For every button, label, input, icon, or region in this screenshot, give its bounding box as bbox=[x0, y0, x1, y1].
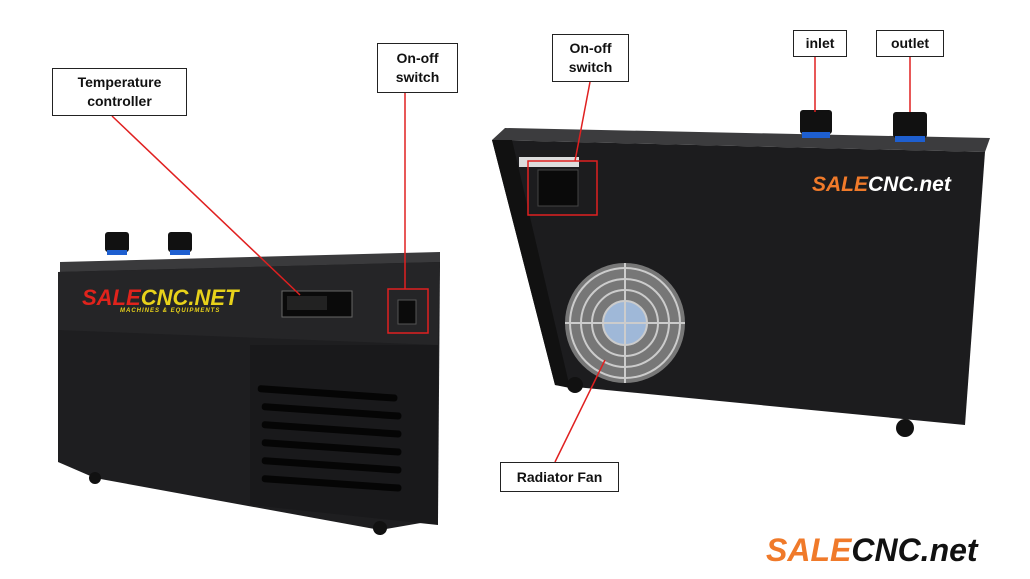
label-on-off-switch-back: On-off switch bbox=[552, 34, 629, 82]
watermark-black-text: CNC.net bbox=[851, 532, 978, 568]
vent-slots bbox=[257, 385, 402, 492]
radiator-fan bbox=[565, 263, 685, 383]
back-power-socket bbox=[537, 169, 579, 207]
front-chiller-unit bbox=[58, 232, 440, 535]
label-on-off-switch-front: On-off switch bbox=[377, 43, 458, 93]
label-temperature-controller: Temperature controller bbox=[52, 68, 187, 116]
logo-red-text: SALE bbox=[82, 285, 141, 310]
watermark-logo: SALECNC.net bbox=[766, 532, 978, 569]
back-chiller-unit bbox=[492, 110, 990, 437]
watermark-orange-text: SALE bbox=[766, 532, 852, 568]
logo-subtitle: MACHINES & EQUIPMENTS bbox=[120, 308, 221, 314]
label-outlet: outlet bbox=[876, 30, 944, 57]
logo-white-text: CNC.net bbox=[868, 173, 951, 196]
logo-orange-text: SALE bbox=[812, 173, 869, 196]
callout-lines bbox=[111, 57, 911, 463]
label-radiator-fan: Radiator Fan bbox=[500, 462, 619, 492]
back-fittings bbox=[800, 110, 927, 142]
front-switch bbox=[397, 299, 417, 325]
label-inlet: inlet bbox=[793, 30, 847, 57]
logo-yellow-text: CNC.NET bbox=[140, 285, 239, 310]
front-panel-logo: SALECNC.NET MACHINES & EQUIPMENTS bbox=[82, 285, 238, 314]
back-panel-logo: SALECNC.net bbox=[812, 173, 951, 197]
left-fittings bbox=[105, 232, 192, 255]
